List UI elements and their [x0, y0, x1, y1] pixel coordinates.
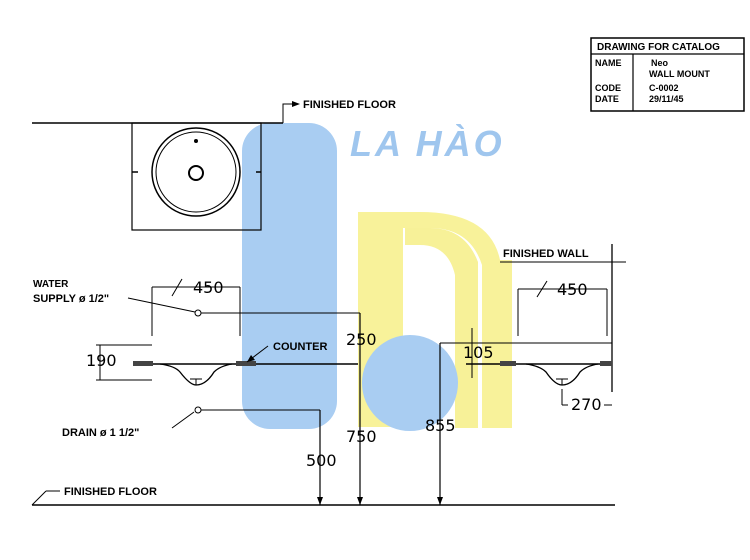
watermark-blue-circle [362, 335, 458, 431]
dim-855: 855 [425, 416, 456, 435]
watermark-yellow-arch [395, 212, 512, 428]
title-block-value-mount: WALL MOUNT [649, 69, 710, 79]
title-block-key-code: CODE [595, 83, 621, 93]
counter-label: COUNTER [273, 341, 327, 353]
drain-label: DRAIN ø 1 1/2" [62, 427, 139, 439]
dim-105: 105 [463, 343, 494, 362]
basin-plan-bowl [155, 131, 237, 213]
bottom-floor: FINISHED FLOOR [31, 486, 615, 506]
finished-floor-bottom-label: FINISHED FLOOR [64, 486, 157, 498]
title-block-key-name: NAME [595, 58, 622, 68]
plan-view: FINISHED FLOOR [32, 99, 396, 231]
watermark-text: LA HÀO [350, 123, 505, 164]
drain-point [194, 406, 202, 414]
dim-450-left: 450 [193, 278, 224, 297]
left-elevation: 450 WATER SUPPLY ø 1/2" 190 COUNTER 250 … [33, 278, 377, 505]
bracket-right-left [500, 361, 516, 366]
bracket-right [236, 361, 256, 366]
finished-wall-label: FINISHED WALL [503, 248, 589, 260]
title-block-value-name: Neo [651, 58, 669, 68]
basin-plan-drain [188, 165, 204, 181]
title-block-key-date: DATE [595, 94, 619, 104]
title-block-value-code: C-0002 [649, 83, 679, 93]
bracket-right-right [600, 361, 612, 366]
dim-750: 750 [346, 427, 377, 446]
title-block-heading: DRAWING FOR CATALOG [597, 42, 720, 53]
dim-250: 250 [346, 330, 377, 349]
water-supply-point [194, 309, 202, 317]
basin-plan-outline [131, 122, 262, 231]
basin-plan-overflow [194, 139, 198, 143]
watermark-yellow-arch-2 [405, 228, 478, 428]
bracket-left [133, 361, 153, 366]
dim-450-right: 450 [557, 280, 588, 299]
finished-floor-top-label: FINISHED FLOOR [303, 99, 396, 111]
title-block-value-date: 29/11/45 [649, 94, 684, 104]
watermark-blue-bar [242, 123, 337, 429]
watermark: LA HÀO [242, 123, 512, 431]
dim-500: 500 [306, 451, 337, 470]
dim-190: 190 [86, 351, 117, 370]
dim-270: 270 [571, 395, 602, 414]
water-supply-label-2: SUPPLY ø 1/2" [33, 293, 109, 305]
title-block: DRAWING FOR CATALOG NAME Neo WALL MOUNT … [590, 37, 745, 112]
water-supply-label-1: WATER [33, 279, 69, 290]
basin-plan-rim [151, 127, 241, 217]
right-elevation: FINISHED WALL 450 105 270 855 [425, 244, 626, 505]
